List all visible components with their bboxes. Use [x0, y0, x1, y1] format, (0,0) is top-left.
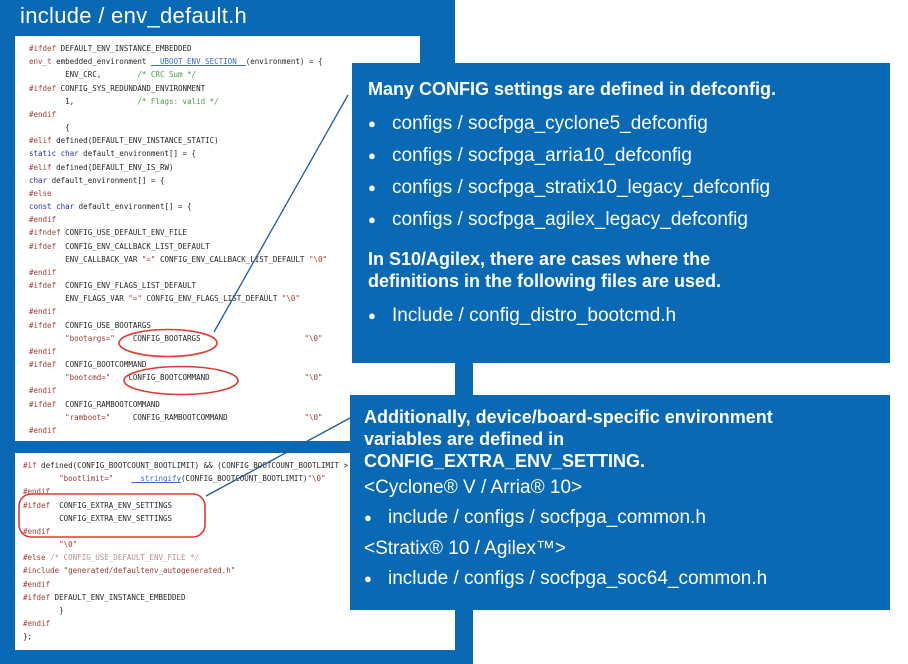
note-heading-defconfig: Many CONFIG settings are defined in defc…: [368, 79, 777, 99]
code-line: #endif: [23, 487, 51, 497]
code-line: #elif defined(DEFAULT_ENV_IS_RW): [29, 162, 174, 172]
code-line: #ifdef CONFIG_SYS_REDUNDAND_ENVIRONMENT: [29, 83, 206, 93]
code-line: #ifdef CONFIG_ENV_CALLBACK_LIST_DEFAULT: [29, 241, 210, 251]
code-line: #endif: [29, 109, 57, 119]
distro-bootcmd-list: ● Include / config_distro_bootcmd.h: [368, 300, 876, 332]
list-item: ● configs / socfpga_agilex_legacy_defconf…: [368, 204, 876, 236]
code-line: #ifdef DEFAULT_ENV_INSTANCE_EMBEDDED: [23, 592, 186, 602]
code-line: #endif: [29, 346, 57, 356]
cyclone-arria-file-list: ● include / configs / socfpga_common.h: [364, 502, 878, 533]
note-heading-s10-agilex: In S10/Agilex, there are cases where the…: [368, 249, 722, 291]
code-line: #ifdef CONFIG_BOOTCOMMAND: [29, 360, 147, 370]
list-item: ● configs / socfpga_arria10_defconfig: [368, 140, 876, 172]
window-title: include / env_default.h: [20, 3, 248, 28]
code-line: #endif: [23, 579, 51, 589]
code-line: char default_environment[] = {: [29, 175, 165, 185]
code-line: };: [23, 632, 33, 642]
list-item-label: configs / socfpga_stratix10_legacy_defco…: [392, 177, 771, 198]
bullet-icon: ●: [368, 212, 376, 227]
code-line: ENV_CRC, /* CRC Sum */: [29, 70, 197, 80]
code-line: #else: [29, 188, 52, 198]
code-line: #endif: [29, 267, 57, 277]
code-line: #ifndef CONFIG_USE_DEFAULT_ENV_FILE: [29, 228, 188, 238]
note-extra-env: Additionally, device/board-specific envi…: [350, 395, 890, 610]
code-line: #endif: [29, 425, 57, 435]
code-line: #ifdef CONFIG_USE_BOOTARGS: [29, 320, 151, 330]
list-item-label: include / configs / socfpga_common.h: [388, 507, 706, 528]
code-line: "bootcmd=" CONFIG_BOOTCOMMAND "\0": [65, 373, 323, 383]
bullet-icon: ●: [368, 180, 376, 195]
list-item-label: configs / socfpga_agilex_legacy_defconfi…: [392, 209, 748, 230]
list-item-label: include / configs / socfpga_soc64_common…: [388, 568, 768, 589]
code-line: "\0": [59, 540, 78, 550]
list-item-label: Include / config_distro_bootcmd.h: [392, 305, 677, 326]
bullet-icon: ●: [364, 571, 372, 586]
code-line: #elif defined(DEFAULT_ENV_INSTANCE_STATI…: [29, 136, 219, 146]
bullet-icon: ●: [368, 148, 376, 163]
code-line: #ifdef CONFIG_RAMBOOTCOMMAND: [29, 399, 160, 409]
code-line: {: [29, 123, 70, 133]
list-item: ● configs / socfpga_stratix10_legacy_defc…: [368, 172, 876, 204]
code-line: #endif: [29, 386, 57, 396]
code-line: #ifdef DEFAULT_ENV_INSTANCE_EMBEDDED: [29, 44, 192, 53]
list-item: ● configs / socfpga_cyclone5_defconfig: [368, 108, 876, 140]
background-cover: [455, 0, 475, 63]
list-item: ● include / configs / socfpga_soc64_commo…: [364, 563, 878, 594]
code-line: }: [23, 605, 64, 615]
group-label-stratix-agilex: <Stratix® 10 / Agilex™>: [364, 538, 566, 559]
code-line: #endif: [23, 619, 51, 629]
code-line: "ramboot=" CONFIG_RAMBOOTCOMMAND "\0": [65, 412, 323, 422]
note-defconfig: Many CONFIG settings are defined in defc…: [352, 63, 890, 363]
list-item-label: configs / socfpga_arria10_defconfig: [392, 145, 692, 166]
code-line: #else /* CONFIG_USE_DEFAULT_ENV_FILE */: [23, 553, 200, 563]
code-line: #ifdef CONFIG_ENV_FLAGS_LIST_DEFAULT: [29, 281, 197, 291]
code-line: env_t embedded_environment __UBOOT_ENV_S…: [29, 57, 323, 67]
stratix-agilex-file-list: ● include / configs / socfpga_soc64_commo…: [364, 563, 878, 594]
code-line: #endif: [29, 215, 57, 225]
list-item-label: configs / socfpga_cyclone5_defconfig: [392, 113, 708, 134]
code-line: #endif: [29, 307, 57, 317]
list-item: ● Include / config_distro_bootcmd.h: [368, 300, 876, 332]
bullet-icon: ●: [368, 308, 376, 323]
code-line: static char default_environment[] = {: [29, 149, 197, 159]
bullet-icon: ●: [368, 116, 376, 131]
bullet-icon: ●: [364, 510, 372, 525]
group-label-cyclone-arria: <Cyclone® V / Arria® 10>: [364, 477, 583, 498]
note-heading-extra-env: Additionally, device/board-specific envi…: [364, 407, 773, 471]
list-item: ● include / configs / socfpga_common.h: [364, 502, 878, 533]
code-line: #include "generated/defaultenv_autogener…: [23, 566, 236, 576]
code-listing-top: #ifdef DEFAULT_ENV_INSTANCE_EMBEDDED env_…: [15, 36, 455, 437]
defconfig-file-list: ● configs / socfpga_cyclone5_defconfig ● co…: [368, 108, 876, 236]
connector-tab-title-to-note: [420, 33, 455, 63]
code-line: const char default_environment[] = {: [29, 202, 192, 212]
